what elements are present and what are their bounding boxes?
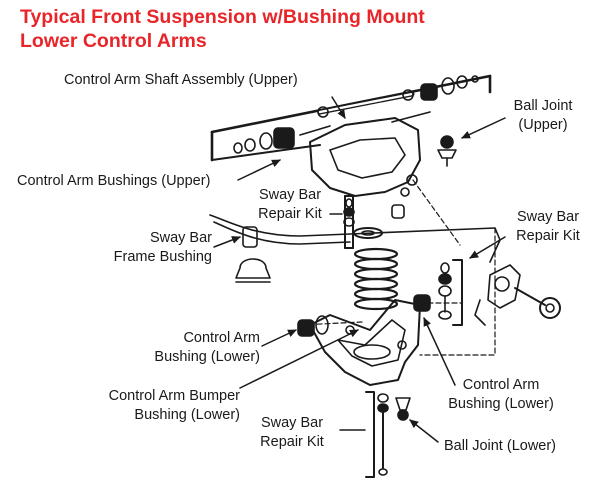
- label-ball-joint-upper: Ball Joint (Upper): [493, 97, 593, 135]
- label-line: Repair Kit: [260, 434, 324, 450]
- label-sway-bar-repair-kit-right: Sway Bar Repair Kit: [503, 208, 593, 246]
- label-control-arm-bushing-lower-right: Control Arm Bushing (Lower): [438, 376, 564, 414]
- label-line: Bushing (Lower): [448, 396, 554, 412]
- label-sway-bar-frame-bushing: Sway Bar Frame Bushing: [90, 229, 212, 267]
- label-line: Bushing (Lower): [154, 349, 260, 365]
- lower-parts: [365, 391, 411, 478]
- label-line: Control Arm: [183, 330, 260, 346]
- upper-ball-joint: [437, 135, 457, 167]
- label-line: Sway Bar: [258, 187, 322, 203]
- connection-lines: [299, 179, 496, 356]
- label-control-arm-shaft-upper: Control Arm Shaft Assembly (Upper): [64, 72, 298, 88]
- spindle: [474, 264, 561, 326]
- leader-lines: [213, 96, 506, 443]
- label-line: Frame Bushing: [113, 249, 212, 265]
- coil-spring: [353, 247, 399, 311]
- label-line: Repair Kit: [516, 228, 580, 244]
- label-line: Control Arm: [462, 377, 540, 393]
- upper-shaft-parts: [233, 75, 479, 154]
- label-line: Sway Bar: [149, 230, 212, 246]
- label-line: Control Arm Bumper: [108, 388, 240, 404]
- label-line: Bushing (Lower): [134, 407, 240, 423]
- label-line: Repair Kit: [258, 206, 322, 222]
- diagram-subtitle: Lower Control Arms: [20, 30, 207, 52]
- label-sway-bar-repair-kit-bottom: Sway Bar Repair Kit: [250, 414, 334, 452]
- label-control-arm-bumper-bushing: Control Arm Bumper Bushing (Lower): [84, 387, 240, 425]
- label-line: Sway Bar: [260, 415, 324, 431]
- label-control-arm-bushings-upper: Control Arm Bushings (Upper): [17, 173, 211, 189]
- sway-bar-link-right: [438, 259, 463, 326]
- label-line: (Upper): [518, 117, 568, 133]
- diagram-title: Typical Front Suspension w/Bushing Mount: [20, 6, 425, 28]
- upper-control-arm: [299, 111, 431, 197]
- label-line: Sway Bar: [516, 209, 580, 225]
- label-ball-joint-lower: Ball Joint (Lower): [444, 438, 557, 454]
- sway-bar-link-top: [343, 195, 405, 249]
- label-control-arm-bushing-lower-left: Control Arm Bushing (Lower): [138, 329, 260, 367]
- sway-bar: [209, 214, 501, 283]
- label-line: Ball Joint: [513, 98, 573, 114]
- label-sway-bar-repair-kit-top: Sway Bar Repair Kit: [248, 186, 332, 224]
